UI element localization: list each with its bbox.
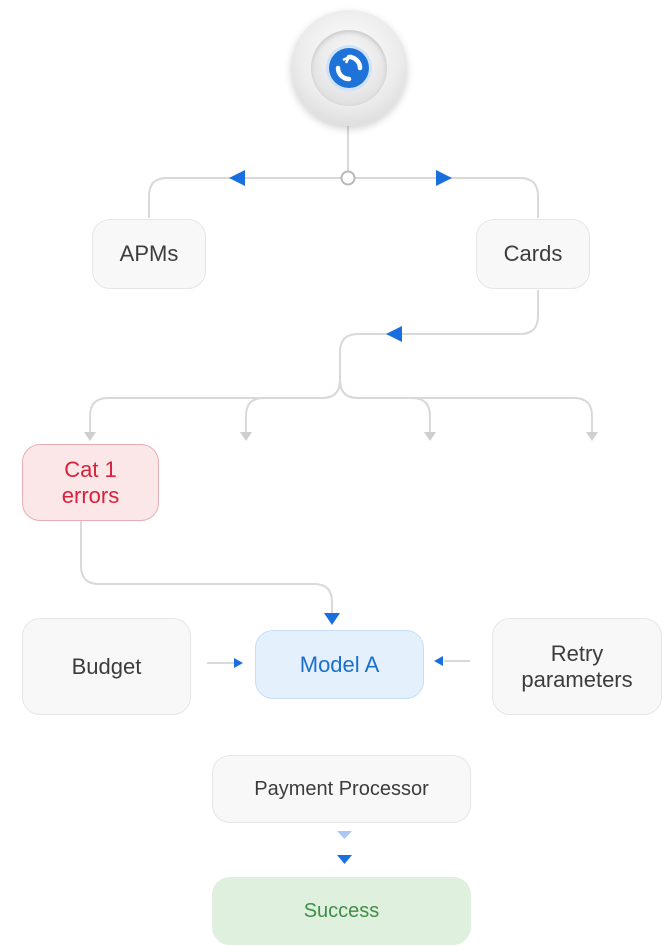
arrow-down-icon	[586, 432, 598, 441]
arrow-right-icon	[234, 658, 243, 668]
routing-logo	[291, 10, 407, 126]
arrow-left-icon	[386, 326, 402, 342]
connector-split-3	[339, 379, 431, 434]
success-node[interactable]: Success	[212, 877, 471, 945]
arrow-down-icon	[324, 613, 340, 625]
budget-node[interactable]: Budget	[22, 618, 191, 715]
retry-label-line1: Retry	[550, 640, 604, 666]
cat1-label-line2: errors	[61, 482, 120, 508]
connector-split-2	[245, 379, 341, 434]
junction-dot	[340, 170, 356, 186]
apms-node[interactable]: APMs	[92, 219, 206, 289]
cards-node[interactable]: Cards	[476, 219, 590, 289]
retry-parameters-node[interactable]: Retry parameters	[492, 618, 662, 715]
success-label: Success	[303, 900, 380, 922]
arrow-down-icon	[337, 855, 352, 864]
budget-label: Budget	[71, 653, 142, 679]
apms-label: APMs	[119, 241, 179, 266]
arrow-down-icon	[240, 432, 252, 441]
payment-processor-label: Payment Processor	[254, 778, 429, 800]
cat1-label-line1: Cat 1	[64, 456, 117, 482]
connector-split-left	[89, 379, 341, 434]
arrow-left-icon	[434, 656, 443, 666]
logo-inner-ring	[311, 30, 387, 106]
routing-logo-icon	[329, 48, 369, 88]
arrow-right-icon	[436, 170, 452, 186]
arrow-down-icon	[424, 432, 436, 441]
connector-split-4	[339, 379, 593, 434]
retry-label-line2: parameters	[521, 666, 633, 692]
model-a-label: Model A	[299, 651, 380, 677]
cards-label: Cards	[503, 241, 563, 266]
payment-processor-node[interactable]: Payment Processor	[212, 755, 471, 823]
arrow-down-icon	[337, 831, 352, 839]
cat1-errors-node[interactable]: Cat 1 errors	[22, 444, 159, 521]
connector-cards-down	[339, 290, 539, 380]
arrow-left-icon	[229, 170, 245, 186]
arrow-down-icon	[84, 432, 96, 441]
model-a-node[interactable]: Model A	[255, 630, 424, 699]
connector-cat1-to-model	[80, 521, 333, 614]
